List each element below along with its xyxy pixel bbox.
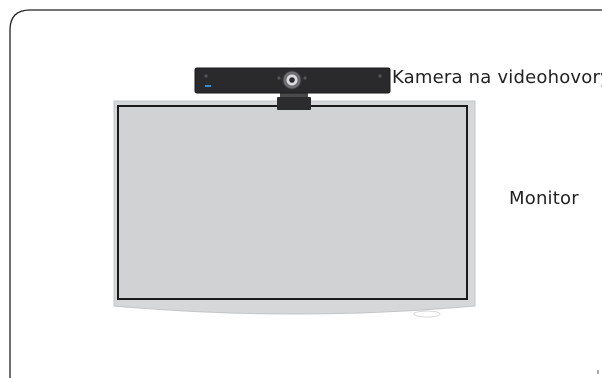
- camera-lens-center: [289, 77, 295, 83]
- camera-mic-right: [378, 74, 381, 77]
- tv-screen: [118, 106, 467, 299]
- camera-label: Kamera na videohovory: [392, 69, 602, 87]
- monitor-label: Monitor: [509, 190, 579, 208]
- camera-mount-clip: [277, 97, 311, 110]
- camera-mic-mid-left: [277, 76, 280, 79]
- camera-status-led: [205, 85, 211, 87]
- tv-stand-hint: [414, 311, 440, 317]
- camera-mic-mid-right: [303, 76, 306, 79]
- camera-mic-left: [204, 74, 207, 77]
